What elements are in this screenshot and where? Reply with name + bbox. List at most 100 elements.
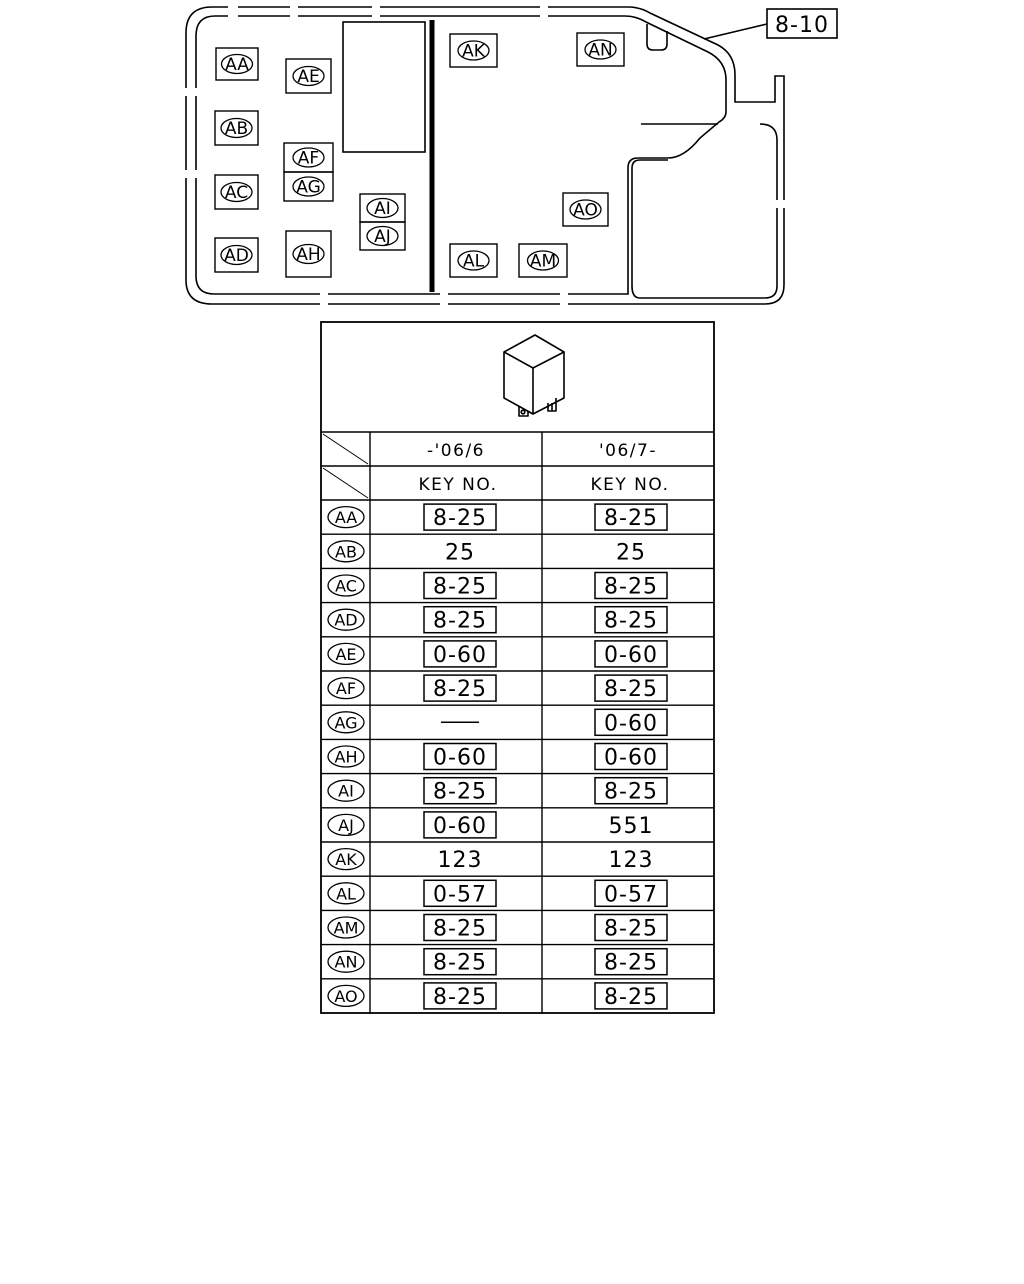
row-key: AH: [327, 745, 365, 768]
cell-early: 25: [445, 540, 475, 565]
row-key: AM: [327, 916, 365, 939]
cell-late: 551: [609, 814, 653, 839]
row-key-label: AB: [335, 542, 357, 561]
table-row: AJ 0-60 551: [327, 811, 653, 839]
key-number: 0-60: [604, 746, 658, 771]
cell-early: 0-60: [423, 811, 497, 839]
row-key-label: AJ: [338, 816, 354, 835]
key-number-box: [594, 913, 668, 942]
fuse-position-label: AO: [573, 201, 598, 221]
key-number: 123: [609, 848, 654, 873]
cell-early: 8-25: [423, 571, 497, 600]
cell-late: 8-25: [594, 674, 668, 702]
row-key: AD: [327, 608, 365, 631]
column-header-late: '06/7-: [599, 441, 657, 461]
cell-early: 8-25: [423, 605, 497, 634]
row-key-label: AI: [338, 782, 354, 801]
subheader-key-no-early: KEY NO.: [419, 475, 498, 495]
cell-early: 8-25: [423, 913, 497, 942]
table-grid: [320, 321, 715, 1014]
fuse-position-ac: AC: [214, 174, 259, 210]
callout-leader-line: [703, 23, 768, 40]
key-number: 8-25: [433, 985, 487, 1010]
row-key: AE: [327, 642, 365, 666]
table-row: AM 8-25 8-25: [327, 913, 668, 942]
cell-late: 0-60: [594, 708, 668, 736]
cell-late: 8-25: [594, 913, 668, 942]
cell-late: 123: [609, 848, 654, 873]
key-number-box: [423, 947, 497, 976]
key-number-box: [423, 503, 497, 531]
fuse-position-ak: AK: [449, 33, 498, 68]
key-number-box: [423, 776, 497, 805]
key-number: 25: [616, 540, 646, 565]
key-number: 8-25: [604, 506, 658, 531]
reference-callout: 8-10: [766, 8, 838, 39]
key-number-box: [594, 879, 668, 908]
fuse-position-label: AH: [296, 245, 320, 265]
fuse-position-label: AI: [374, 199, 391, 219]
fuse-box-notch: [646, 24, 668, 51]
fuse-position-al: AL: [449, 243, 498, 278]
fuse-position-ab: AB: [214, 110, 259, 146]
key-number: 8-25: [433, 506, 487, 531]
row-key-label: AC: [335, 577, 357, 596]
cell-early: 8-25: [423, 674, 497, 702]
table-row: AH 0-60 0-60: [327, 742, 668, 771]
fuse-position-aj: AJ: [359, 221, 406, 251]
key-number-box: [423, 913, 497, 942]
key-number: 0-60: [433, 814, 487, 839]
table-row: AG 0-60: [327, 708, 668, 736]
cell-late: 8-25: [594, 776, 668, 805]
cell-late: 25: [616, 540, 646, 565]
row-key-label: AO: [334, 987, 357, 1006]
cell-early: 0-60: [423, 742, 497, 771]
fuse-position-aa: AA: [215, 47, 259, 81]
cell-late: 0-60: [594, 742, 668, 771]
fuse-position-label: AK: [462, 42, 486, 62]
row-key: AG: [327, 711, 365, 734]
cell-early: 8-25: [423, 947, 497, 976]
key-number-box: [594, 674, 668, 702]
row-key-label: AL: [336, 884, 356, 903]
key-number-box: [594, 742, 668, 771]
key-number-box: [594, 605, 668, 634]
key-number: 8-25: [433, 780, 487, 805]
cell-late: 8-25: [594, 605, 668, 634]
key-number: 8-25: [604, 677, 658, 702]
fuse-position-an: AN: [576, 32, 625, 67]
key-number-box: [423, 879, 497, 908]
cell-early: 8-25: [423, 776, 497, 805]
key-number-box: [423, 811, 497, 839]
key-number-box: [423, 742, 497, 771]
row-key-label: AA: [335, 508, 357, 527]
fuse-position-ad: AD: [214, 237, 259, 273]
fuse-position-label: AB: [225, 119, 248, 139]
key-number: 0-60: [433, 643, 487, 668]
relay-icon: [503, 334, 565, 417]
row-key: AJ: [327, 813, 365, 837]
fuse-position-label: AD: [224, 246, 249, 266]
cell-late: 0-57: [594, 879, 668, 908]
row-key: AC: [327, 574, 365, 597]
key-number: 8-25: [433, 575, 487, 600]
fuse-position-af: AF: [283, 142, 334, 173]
cell-early: 0-57: [423, 879, 497, 908]
cell-late: 8-25: [594, 947, 668, 976]
row-key-label: AK: [335, 850, 357, 869]
fuse-box-outline: [185, 6, 785, 305]
fuse-position-ah: AH: [285, 230, 332, 278]
key-number: 8-25: [604, 917, 658, 942]
fuse-position-ag: AG: [283, 171, 334, 202]
key-number: 25: [445, 540, 475, 565]
key-number-box: [423, 674, 497, 702]
table-row: AL 0-57 0-57: [327, 879, 668, 908]
subheader-key-no-late: KEY NO.: [591, 475, 670, 495]
key-number-box: [594, 571, 668, 600]
column-header-early: -'06/6: [427, 441, 485, 461]
